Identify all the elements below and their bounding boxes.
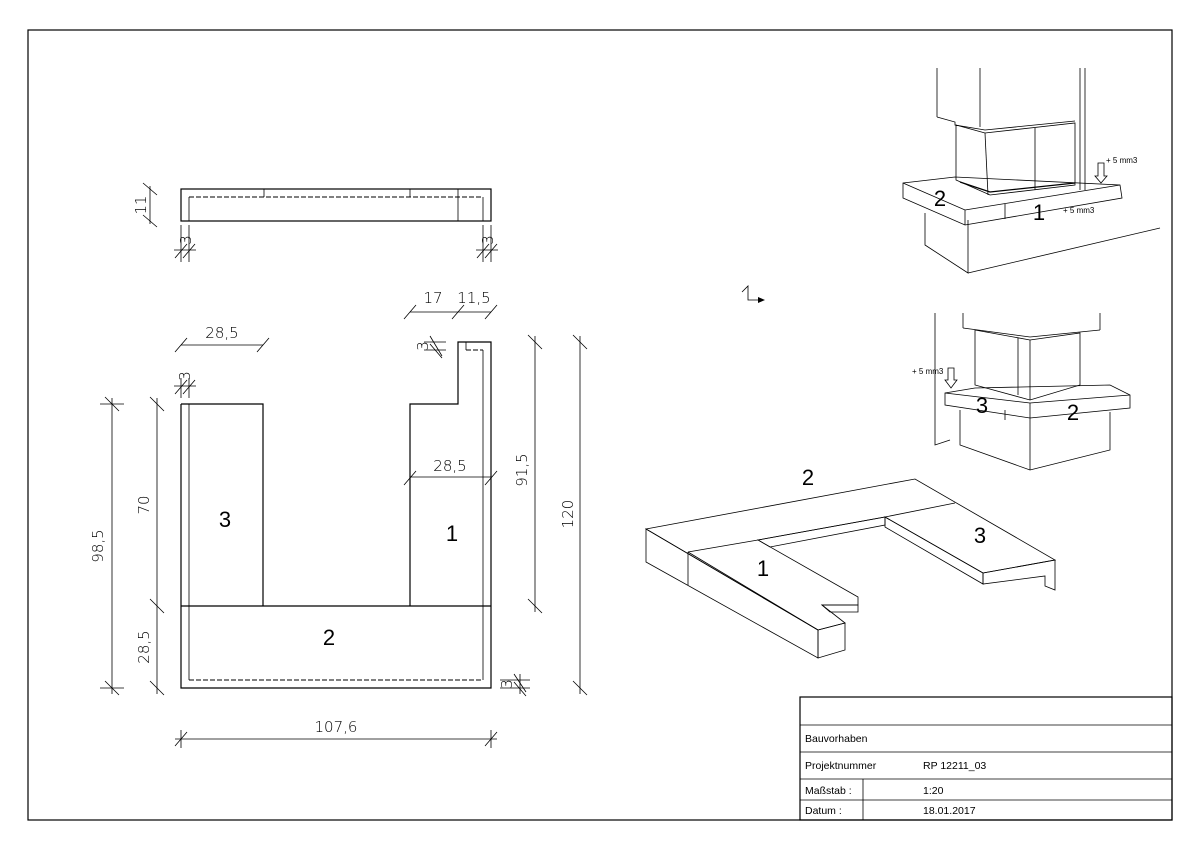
assembly-part-2-label: 2	[802, 465, 814, 490]
dimension-total-depth: 120	[559, 334, 588, 696]
part-2-label: 2	[323, 625, 335, 650]
massstab-value: 1:20	[923, 785, 944, 797]
bauvorhaben-label: Bauvorhaben	[805, 733, 868, 745]
note-shim-2: + 5 mm3	[1063, 206, 1095, 215]
iso1-part-2-label: 2	[934, 186, 946, 211]
svg-text:3: 3	[177, 235, 195, 245]
dimension-right-depth: 91,5	[513, 334, 543, 614]
part-3-label: 3	[219, 507, 231, 532]
dimension-total-width: 107,6	[174, 718, 498, 748]
datum-value: 18.01.2017	[923, 805, 976, 817]
iso-view-fireplace-2: + 5 mm3 3 2	[912, 313, 1131, 471]
svg-text:17: 17	[423, 289, 442, 307]
dimension-height: 11	[132, 182, 158, 228]
assembly-part-1-label: 1	[757, 556, 769, 581]
svg-text:3: 3	[176, 371, 194, 381]
svg-text:91,5: 91,5	[513, 453, 531, 486]
svg-text:107,6: 107,6	[315, 718, 358, 736]
dimension-edge-bottom: 3	[498, 673, 530, 697]
dimension-depth-left: 98,5	[89, 396, 124, 696]
svg-text:3: 3	[414, 341, 432, 351]
note-shim-3: + 5 mm3	[912, 367, 944, 376]
section-view: 11 3 3	[132, 182, 498, 262]
iso2-part-3-label: 3	[976, 393, 988, 418]
dimension-left-width: 28,5	[174, 324, 270, 353]
assembly-part-3-label: 3	[974, 523, 986, 548]
dimension-leg-length: 70 28,5	[135, 396, 165, 696]
sheet-frame	[27, 29, 1173, 821]
iso2-part-2-label: 2	[1067, 400, 1079, 425]
iso1-part-1-label: 1	[1033, 200, 1045, 225]
svg-text:11,5: 11,5	[457, 289, 490, 307]
dimension-edge-left: 3	[174, 371, 196, 398]
massstab-label: Maßstab :	[805, 785, 852, 797]
datum-label: Datum :	[805, 805, 842, 817]
axis-marker-icon	[741, 285, 765, 303]
dimension-right-width: 28,5	[403, 457, 498, 486]
dimension-edge-right: 3	[476, 225, 498, 262]
svg-text:11: 11	[132, 195, 150, 214]
svg-text:70: 70	[135, 495, 153, 514]
dimension-edge-top: 3	[414, 335, 446, 359]
svg-text:120: 120	[559, 500, 577, 529]
dimension-notch: 17 11,5	[403, 289, 498, 320]
title-block: Bauvorhaben Projektnummer RP 12211_03 Ma…	[799, 696, 1173, 821]
plan-view: 3 1 2 28,5 28,5 17 11,5 3 3	[89, 289, 588, 748]
iso-view-fireplace-1: + 5 mm3 + 5 mm3 2 1	[902, 68, 1161, 274]
projekt-value: RP 12211_03	[923, 760, 986, 772]
note-shim-1: + 5 mm3	[1106, 156, 1138, 165]
svg-text:28,5: 28,5	[135, 630, 153, 663]
part-1-label: 1	[446, 521, 458, 546]
svg-text:28,5: 28,5	[205, 324, 238, 342]
dimension-edge-left: 3	[174, 225, 196, 262]
svg-text:28,5: 28,5	[433, 457, 466, 475]
projekt-label: Projektnummer	[805, 760, 877, 772]
iso-assembly: 2 1 3	[644, 465, 1057, 659]
svg-text:3: 3	[479, 235, 497, 245]
svg-text:98,5: 98,5	[89, 529, 107, 562]
svg-text:3: 3	[498, 679, 516, 689]
